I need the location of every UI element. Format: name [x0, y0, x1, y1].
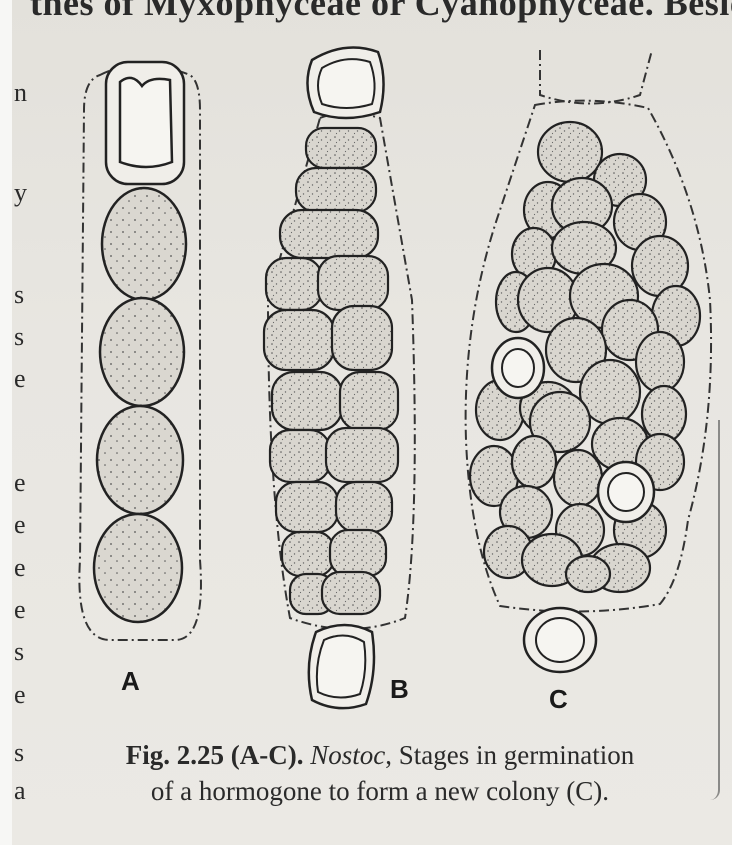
- vegetative-cell: [318, 256, 388, 310]
- vegetative-cell: [102, 188, 186, 300]
- vegetative-cell: [322, 572, 380, 614]
- vegetative-cell: [636, 332, 684, 392]
- vegetative-cell: [336, 482, 392, 532]
- old-sheath-remnant: [540, 50, 652, 104]
- heterocyst-inner: [120, 78, 172, 167]
- vegetative-cell: [330, 530, 386, 576]
- panel-label-a: A: [121, 666, 140, 697]
- vegetative-cell: [266, 258, 322, 310]
- vegetative-cell: [264, 310, 334, 370]
- vegetative-cell: [100, 298, 184, 406]
- vegetative-cell: [282, 532, 334, 576]
- vegetative-cell: [554, 450, 602, 506]
- panel-label-c: C: [549, 684, 568, 715]
- caption-line-1: Fig. 2.25 (A-C). Nostoc, Stages in germi…: [40, 737, 720, 773]
- heterocyst-top-inner: [318, 59, 375, 108]
- vegetative-cell: [272, 372, 342, 430]
- vegetative-cell: [512, 436, 556, 488]
- vegetative-cell: [97, 406, 183, 514]
- heterocyst-inner: [502, 349, 534, 387]
- vegetative-cell: [566, 556, 610, 592]
- panel-label-b: B: [390, 674, 409, 705]
- figure-caption: Fig. 2.25 (A-C). Nostoc, Stages in germi…: [40, 737, 720, 809]
- vegetative-cell: [276, 482, 338, 532]
- vegetative-cell: [296, 168, 376, 212]
- caption-line-1-rest: , Stages in germination: [385, 740, 634, 770]
- vegetative-cell: [280, 210, 378, 258]
- genus-name: Nostoc: [310, 740, 385, 770]
- panel-a-filament: [79, 62, 201, 640]
- vegetative-cell: [270, 430, 330, 482]
- heterocyst-bottom-inner: [317, 635, 365, 697]
- vegetative-cell: [306, 128, 376, 168]
- vegetative-cell: [326, 428, 398, 482]
- caption-line-2: of a hormogone to form a new colony (C).: [40, 773, 720, 809]
- vegetative-cell: [94, 514, 182, 622]
- figure-number: Fig. 2.25 (A-C).: [126, 740, 304, 770]
- vegetative-cell: [340, 372, 398, 430]
- heterocyst-inner: [608, 473, 644, 511]
- panel-c-young-colony: [466, 50, 711, 672]
- heterocyst-bottom-inner: [536, 618, 584, 662]
- vegetative-cell: [538, 122, 602, 182]
- vegetative-cell: [332, 306, 392, 370]
- panel-b-germinating-hormogone: [264, 48, 415, 709]
